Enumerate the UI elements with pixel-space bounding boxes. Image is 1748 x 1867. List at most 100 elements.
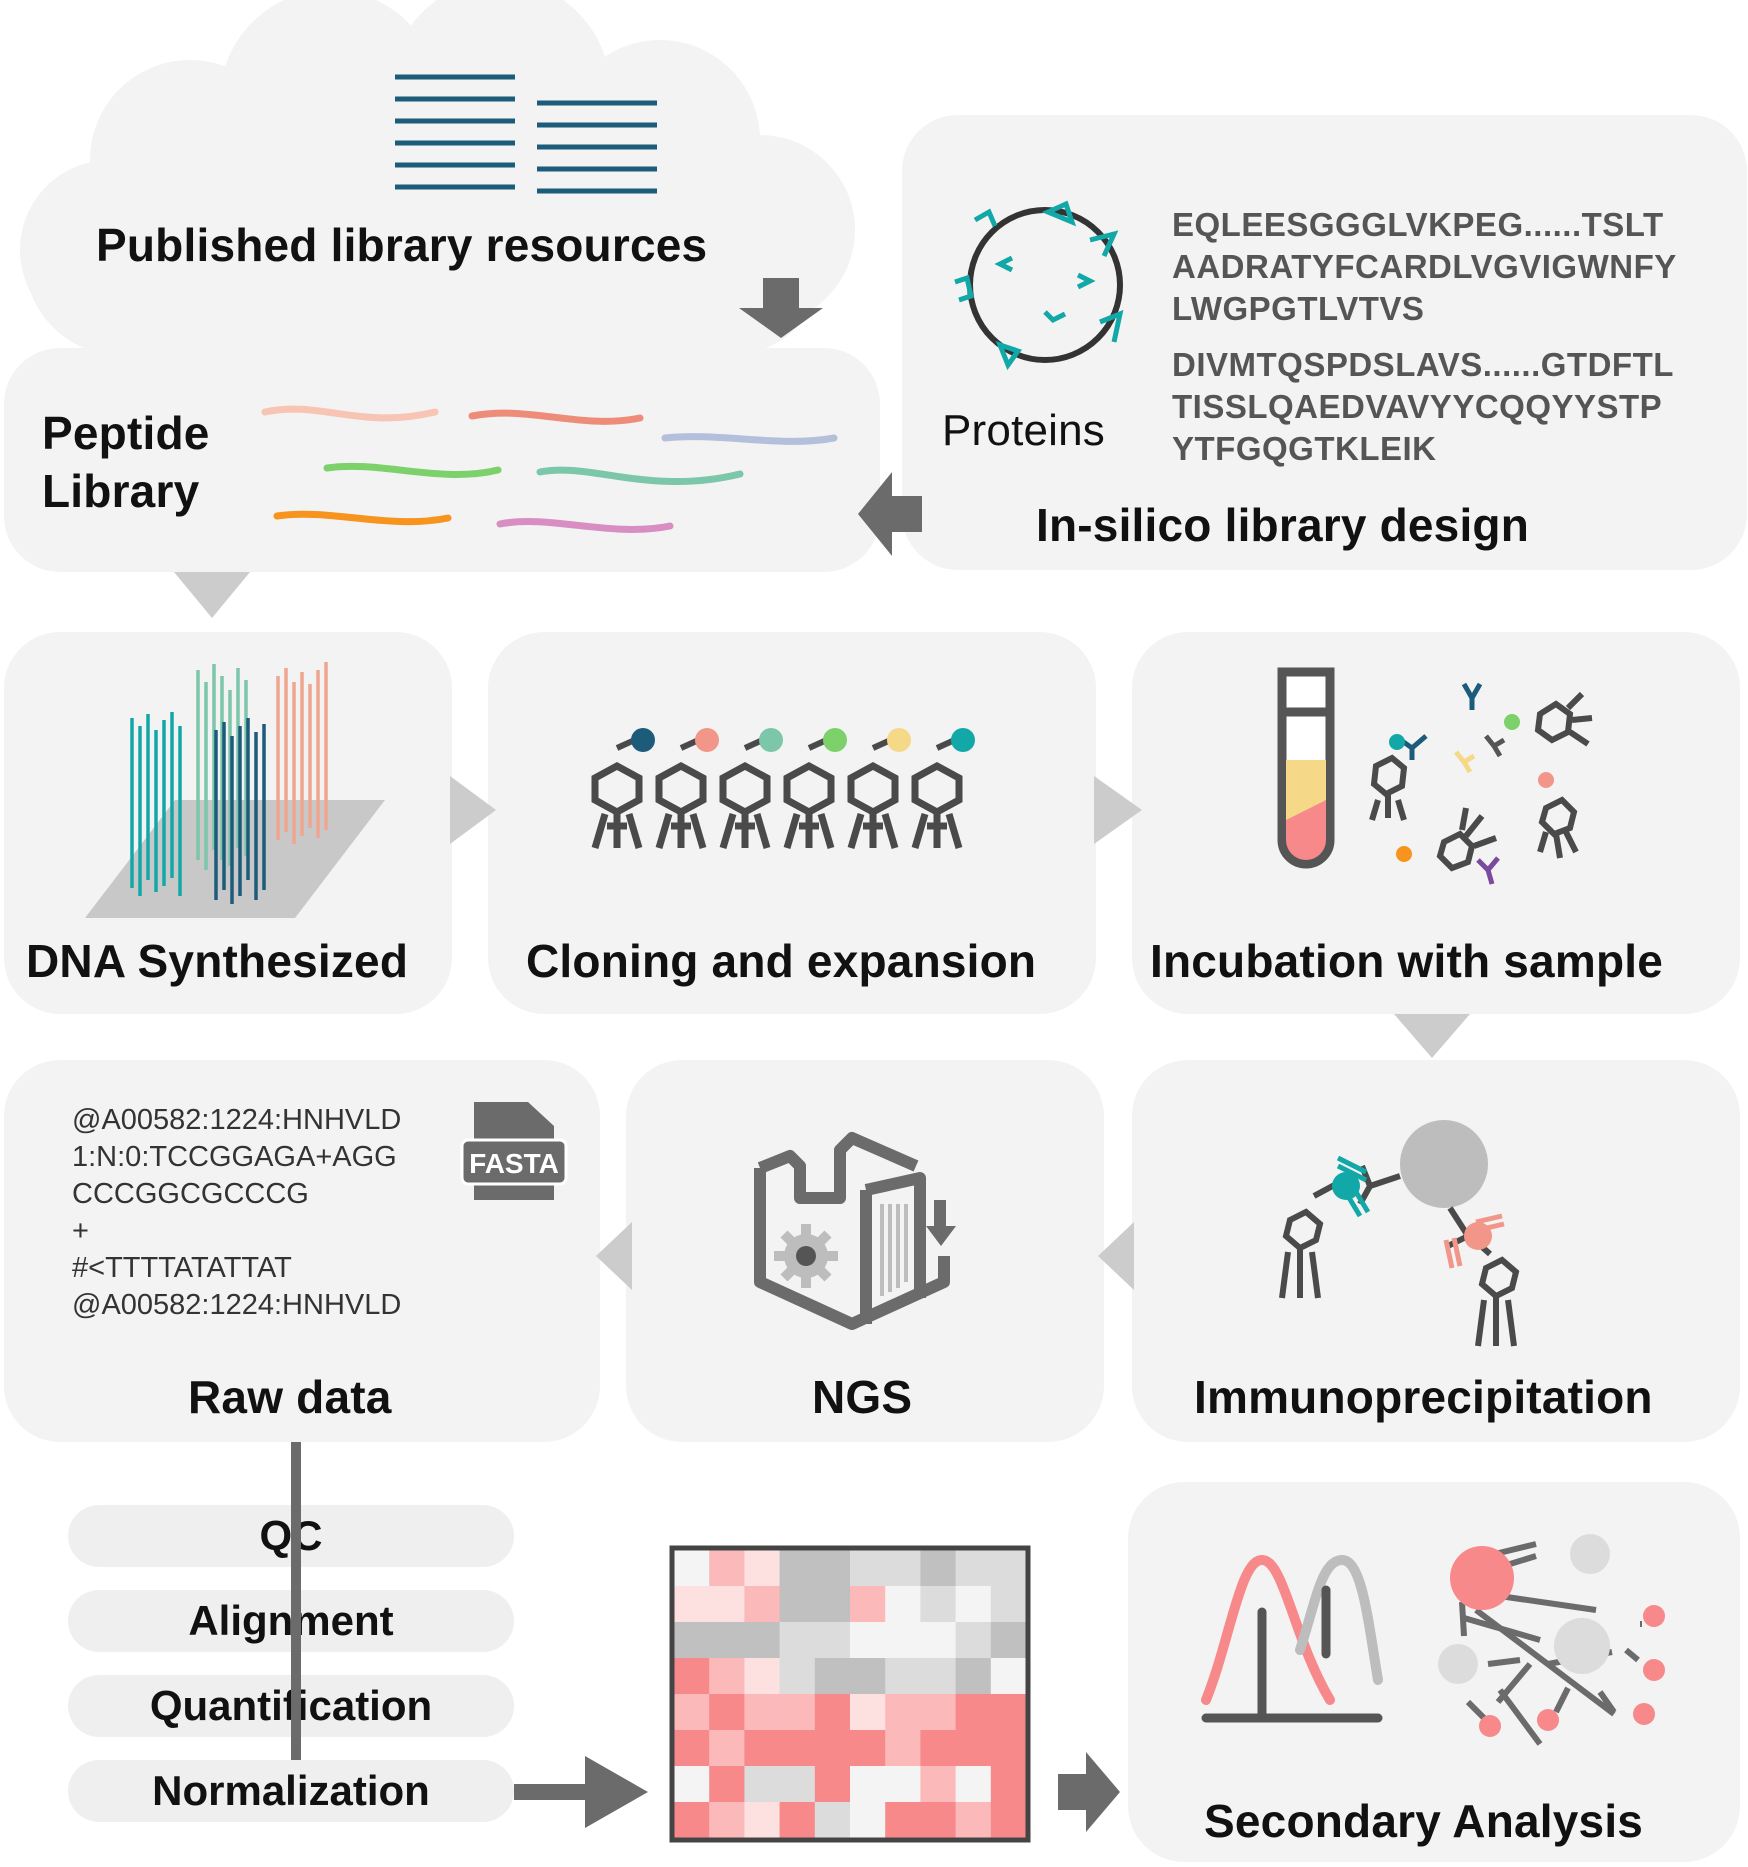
heatmap-cell xyxy=(955,1694,992,1731)
arrow-dna-to-cloning xyxy=(450,776,496,844)
incubation-phages xyxy=(1369,691,1593,872)
heatmap-cell xyxy=(990,1550,1027,1587)
heatmap-cell xyxy=(990,1802,1027,1839)
heatmap-cell xyxy=(744,1586,781,1623)
heatmap-cell xyxy=(709,1586,745,1623)
heatmap-cell xyxy=(674,1766,710,1803)
heatmap-cell xyxy=(850,1766,886,1803)
secondary-label: Secondary Analysis xyxy=(1204,1795,1644,1847)
heatmap-cell xyxy=(850,1622,886,1659)
heatmap-cell xyxy=(779,1766,816,1803)
orange-tag xyxy=(1396,846,1412,862)
heatmap-cell xyxy=(885,1694,921,1731)
heatmap-cell xyxy=(779,1802,816,1839)
arrow-cloning-to-incubation xyxy=(1094,776,1142,844)
heatmap-cell xyxy=(814,1730,851,1767)
heatmap-cell xyxy=(990,1730,1027,1767)
heatmap-cell xyxy=(744,1730,781,1767)
heatmap-cell xyxy=(885,1730,921,1767)
protein-icon xyxy=(954,200,1124,371)
sequencer-arrow xyxy=(926,1226,956,1246)
heatmap-cell xyxy=(709,1694,745,1731)
peptide-label-line2: Library xyxy=(42,465,200,517)
arrow-normalization-to-heatmap xyxy=(514,1756,648,1828)
heatmap-cell xyxy=(814,1586,851,1623)
sequencer-icon xyxy=(754,1132,950,1330)
dna-label: DNA Synthesized xyxy=(26,935,409,987)
heatmap-cell xyxy=(814,1694,851,1731)
heatmap-cell xyxy=(850,1550,886,1587)
heatmap-cell xyxy=(744,1550,781,1587)
step-normalization: Normalization xyxy=(68,1760,514,1822)
heatmap-cell xyxy=(709,1730,745,1767)
heatmap-cell xyxy=(885,1550,921,1587)
heatmap-cell xyxy=(920,1802,957,1839)
heatmap-cell xyxy=(709,1550,745,1587)
phage xyxy=(783,728,847,849)
phage xyxy=(591,728,655,849)
arrow-insilico-to-library xyxy=(858,472,922,556)
heatmap-cell xyxy=(814,1802,851,1839)
heavy-seq-line: AADRATYFCARDLVGVIGWNFY xyxy=(1172,248,1677,285)
raw-data-label: Raw data xyxy=(188,1371,392,1423)
antibody-icon xyxy=(1396,682,1506,885)
raw-read-line: + xyxy=(72,1215,89,1247)
heatmap-cell xyxy=(955,1766,992,1803)
heatmap-cell xyxy=(885,1766,921,1803)
peptide-label-line1: Peptide xyxy=(42,407,210,459)
heatmap-cell xyxy=(779,1622,816,1659)
raw-read-line: 1:N:0:TCCGGAGA+AGG xyxy=(72,1141,397,1173)
heatmap-cell xyxy=(850,1586,886,1623)
heatmap-cell xyxy=(990,1586,1027,1623)
heatmap-cell xyxy=(920,1550,957,1587)
arrow-heatmap-to-secondary xyxy=(1058,1752,1120,1832)
fasta-label: FASTA xyxy=(469,1148,559,1179)
heatmap-cell xyxy=(955,1730,992,1767)
phage xyxy=(911,728,975,849)
heatmap-cell xyxy=(955,1622,992,1659)
light-chain-sequence: DIVMTQSPDSLAVS......GTDFTL TISSLQAEDVAVY… xyxy=(1172,344,1674,470)
heavy-chain-sequence: EQLEESGGGLVKPEG......TSLT AADRATYFCARDLV… xyxy=(1172,204,1677,330)
heavy-seq-line: EQLEESGGGLVKPEG......TSLT xyxy=(1172,206,1664,243)
heatmap-cell xyxy=(850,1730,886,1767)
immuno-label: Immunoprecipitation xyxy=(1194,1371,1653,1423)
dna-array-icon xyxy=(85,662,385,918)
heatmap-cell xyxy=(920,1766,957,1803)
heatmap-cell xyxy=(955,1586,992,1623)
heatmap-cell xyxy=(814,1766,851,1803)
heatmap-cell xyxy=(779,1694,816,1731)
incubation-panel xyxy=(1132,632,1740,1014)
raw-read-line: CCCGGCGCCCG xyxy=(72,1178,309,1210)
arrow-cloud-to-library xyxy=(739,278,823,338)
green-tag xyxy=(1504,714,1520,730)
raw-read-line: @A00582:1224:HNHVLD xyxy=(72,1104,402,1136)
heatmap-cell xyxy=(744,1766,781,1803)
heatmap-cell xyxy=(709,1658,745,1695)
raw-reads: @A00582:1224:HNHVLD 1:N:0:TCCGGAGA+AGG C… xyxy=(72,1102,401,1324)
heatmap-cell xyxy=(674,1694,710,1731)
heatmap-cell xyxy=(674,1658,710,1695)
heatmap-cell xyxy=(674,1550,710,1587)
density-plot-icon xyxy=(1201,1554,1383,1723)
light-seq-line: TISSLQAEDVAVYYCQQYYSTP xyxy=(1172,388,1663,425)
fasta-file-icon xyxy=(460,1102,568,1200)
heatmap-cell xyxy=(885,1586,921,1623)
heatmap-cell xyxy=(674,1586,710,1623)
heatmap-cell xyxy=(814,1658,851,1695)
teal-tag xyxy=(1389,734,1405,750)
raw-read-line: #<TTTTATATTAT xyxy=(72,1252,292,1284)
heatmap-cell xyxy=(885,1802,921,1839)
phage xyxy=(655,728,719,849)
peptide-strands-icon xyxy=(261,405,838,533)
heatmap-cell xyxy=(814,1622,851,1659)
heatmap-cell xyxy=(990,1658,1027,1695)
incubation-label: Incubation with sample xyxy=(1150,935,1664,987)
heatmap-cell xyxy=(709,1766,745,1803)
published-label: Published library resources xyxy=(96,219,708,271)
heatmap-cell xyxy=(990,1694,1027,1731)
light-seq-line: YTFGQGTKLEIK xyxy=(1172,430,1437,467)
insilico-label: In-silico library design xyxy=(1036,499,1530,551)
heatmap-cell xyxy=(920,1694,957,1731)
sequencer-lanes xyxy=(880,1204,908,1296)
